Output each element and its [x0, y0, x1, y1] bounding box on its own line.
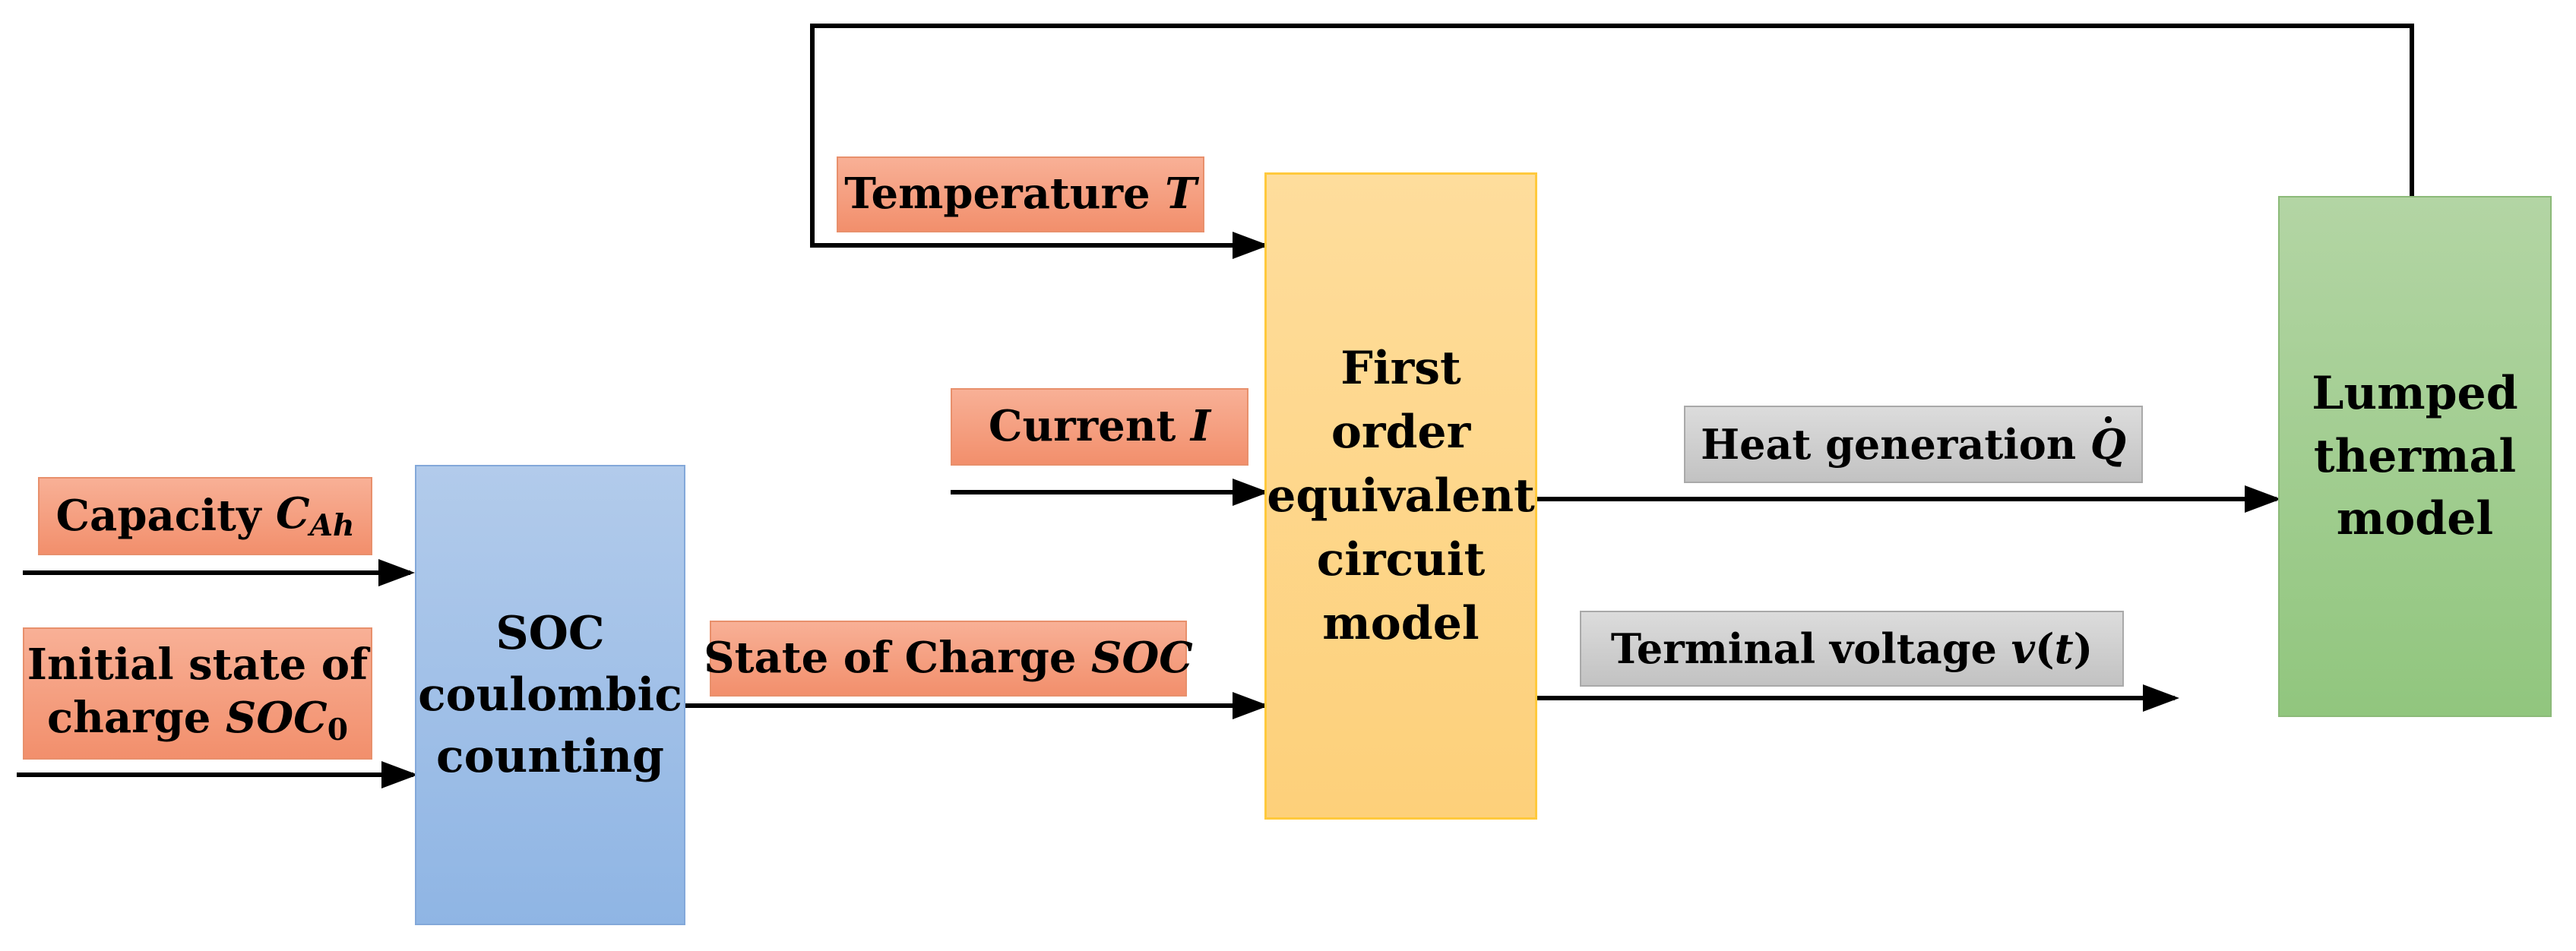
state-of-charge-text: State of Charge [704, 633, 1077, 684]
temperature-feedback-loop [810, 24, 2414, 259]
current-label: Current I [951, 388, 1248, 466]
current-symbol: I [1190, 401, 1211, 452]
heat-generation-label: Heat generation Q [1684, 406, 2143, 483]
state-of-charge-symbol: SOC [1091, 633, 1193, 684]
heat-generation-symbol: Q [2090, 416, 2126, 469]
soc-block-line-2: coulombic [418, 668, 682, 722]
terminal-voltage-text: Terminal voltage [1610, 624, 1997, 673]
ecm-block-line-3: equivalent [1267, 469, 1535, 523]
current-text: Current [988, 401, 1176, 452]
soc-coulombic-counting-block: SOC coulombic counting [415, 465, 685, 925]
capacity-text: Capacity [55, 490, 261, 541]
ecm-block-line-4: circuit [1316, 533, 1486, 586]
temperature-symbol: T [1165, 169, 1197, 220]
thermal-block-line-2: thermal [2313, 429, 2517, 483]
thermal-block-line-3: model [2336, 492, 2494, 546]
temperature-label: Temperature T [837, 156, 1204, 232]
state-of-charge-label: State of Charge SOC [704, 621, 1193, 697]
terminal-voltage-label: Terminal voltage v(t) [1580, 611, 2124, 687]
ecm-block-line-1: First [1340, 342, 1461, 395]
capacity-subscript: Ah [309, 507, 355, 543]
temperature-text: Temperature [844, 169, 1150, 220]
initial-soc-symbol: SOC0 [225, 693, 348, 747]
ecm-block-line-5: model [1322, 597, 1479, 650]
initial-soc-label: Initial state of charge SOC0 [23, 627, 372, 760]
initial-soc-line1: Initial state of [27, 640, 369, 690]
soc-block-line-1: SOC [495, 606, 605, 660]
ecm-block-line-2: order [1331, 406, 1471, 459]
capacity-symbol: CAh [276, 488, 355, 543]
initial-soc-subscript: 0 [327, 712, 348, 747]
thermal-block-line-1: Lumped [2312, 366, 2518, 420]
initial-soc-line2: charge SOC0 [47, 693, 348, 747]
terminal-voltage-symbol: v(t) [2011, 624, 2093, 673]
capacity-label: Capacity CAh [38, 477, 372, 555]
lumped-thermal-model-block: Lumped thermal model [2278, 196, 2552, 717]
first-order-ecm-block: First order equivalent circuit model [1264, 172, 1537, 820]
heat-generation-text: Heat generation [1701, 419, 2077, 469]
soc-block-line-3: counting [436, 729, 664, 783]
